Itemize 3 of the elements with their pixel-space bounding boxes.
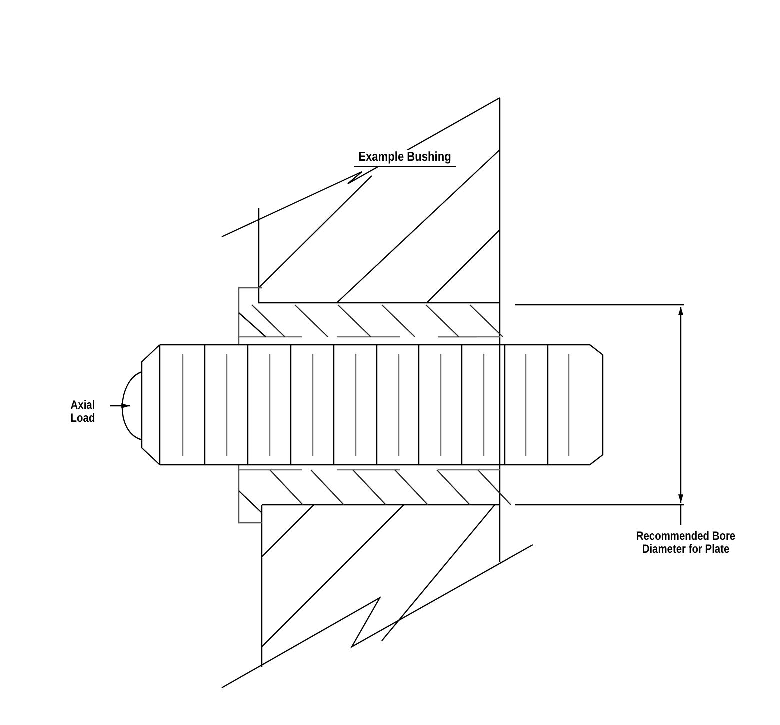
- force-label: Axial Load: [70, 399, 96, 425]
- dimension-label: Recommended Bore Diameter for Plate: [635, 530, 737, 556]
- title: Example Bushing: [354, 150, 456, 167]
